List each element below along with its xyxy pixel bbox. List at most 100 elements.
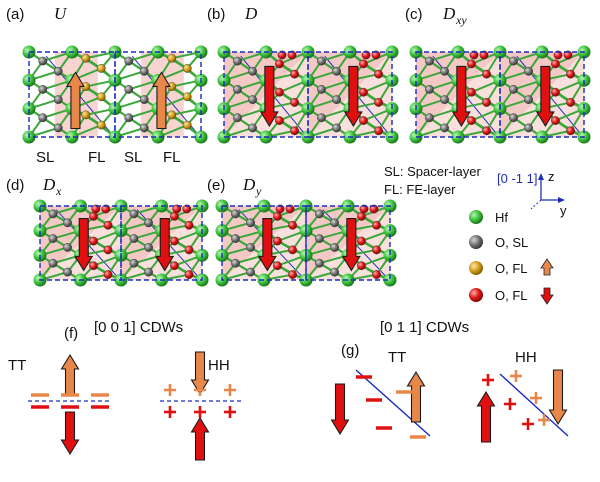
oxygen-fl-atom: [467, 87, 476, 97]
oxygen-sl-atom: [231, 258, 240, 268]
oxygen-fl-atom: [275, 59, 284, 69]
oxygen-sl-atom: [144, 243, 153, 252]
polarization-down-arrow: [535, 65, 555, 128]
oxygen-sl-atom: [129, 209, 139, 219]
oxygen-fl-atom: [287, 50, 297, 60]
oxygen-fl-atom: [551, 87, 560, 97]
oxygen-sl-atom: [124, 85, 134, 94]
x-axis-line: [530, 199, 542, 210]
oxygen-fl-atom: [182, 64, 192, 73]
oxygen-sl-atom: [53, 66, 63, 76]
oxygen-sl-atom: [48, 209, 58, 219]
oxygen-sl-atom: [330, 243, 339, 252]
panel-b-tag: (b): [207, 6, 225, 23]
polarization-up-arrow: [151, 71, 171, 130]
panel-g-tt-label: TT: [388, 349, 406, 366]
polarization-up-arrow: [65, 71, 85, 130]
panel-c: [409, 45, 591, 144]
oxygen-fl-atom: [482, 98, 491, 107]
hafnium-atom: [409, 73, 423, 87]
tt-down-arrow: [330, 383, 350, 436]
panel-e: [215, 199, 397, 287]
oxygen-sl-atom: [317, 113, 326, 123]
oxygen-fl-atom: [563, 50, 573, 60]
panel-a-symbol: U: [54, 4, 68, 23]
panel-d: [33, 199, 209, 287]
panel-f-tt-label: TT: [8, 357, 26, 374]
oxygen-fl-atom: [288, 270, 297, 279]
unit-cell-box: [415, 51, 501, 138]
oxygen-fl-atom: [359, 204, 369, 214]
oxygen-fl-atom: [273, 261, 282, 271]
unit-cell-box: [39, 205, 122, 281]
oxygen-fl-atom: [103, 245, 113, 255]
note-spacer-layer: SL: Spacer-layer: [384, 164, 481, 179]
panel-a: [22, 45, 208, 144]
oxygen-sl-atom: [139, 95, 149, 105]
legend-swatch-o-fl-down: [469, 288, 483, 302]
oxygen-sl-atom: [144, 267, 153, 277]
oxygen-sl-atom: [315, 234, 324, 243]
oxygen-sl-atom: [231, 209, 240, 219]
oxygen-fl-atom: [81, 110, 91, 120]
hafnium-atom: [217, 73, 231, 87]
oxygen-fl-atom: [357, 211, 366, 221]
oxygen-fl-atom: [290, 126, 299, 136]
oxygen-fl-atom: [369, 204, 379, 214]
oxygen-fl-atom: [551, 59, 560, 69]
panel-f: (f) [0 0 1] CDWs TT HH: [8, 319, 244, 461]
legend-label-o-fl-down: O, FL: [495, 288, 528, 303]
oxygen-fl-atom: [277, 50, 287, 60]
hafnium-atom: [194, 45, 208, 59]
panel-g: (g) [0 1 1] CDWs TT HH: [330, 319, 569, 443]
tt-up-arrow: [406, 370, 426, 423]
oxygen-fl-atom: [103, 270, 113, 279]
oxygen-sl-atom: [440, 66, 449, 76]
oxygen-sl-atom: [332, 66, 341, 76]
z-axis-arrowhead: [538, 173, 544, 180]
oxygen-fl-atom: [182, 204, 192, 214]
oxygen-fl-atom: [566, 98, 575, 107]
oxygen-sl-atom: [129, 234, 139, 243]
oxygen-fl-atom: [285, 204, 295, 214]
oxygen-fl-atom: [553, 50, 563, 60]
oxygen-fl-atom: [551, 116, 560, 125]
oxygen-fl-atom: [372, 220, 381, 230]
hh-down-arrow: [190, 351, 210, 396]
panel-e-symbol: D: [242, 175, 256, 194]
z-axis-label: z: [548, 169, 555, 184]
oxygen-sl-atom: [330, 267, 339, 277]
layer-label-sl-2: SL: [124, 149, 142, 166]
oxygen-fl-atom: [96, 92, 106, 102]
oxygen-fl-atom: [359, 116, 368, 125]
panel-c-tag: (c): [405, 6, 423, 23]
unit-cell-box: [499, 51, 585, 138]
oxygen-fl-atom: [170, 261, 179, 271]
hafnium-atom: [108, 102, 122, 116]
hh-up-arrow: [190, 416, 210, 461]
oxygen-sl-atom: [524, 95, 533, 105]
oxygen-sl-atom: [231, 234, 240, 243]
legend-label-hf: Hf: [495, 210, 508, 225]
atom-legend: Hf O, SL O, FL O, FL: [469, 210, 554, 305]
oxygen-sl-atom: [332, 123, 341, 133]
panel-g-hh-label: HH: [515, 349, 537, 366]
oxygen-fl-atom: [184, 245, 194, 255]
legend-label-o-fl-up: O, FL: [495, 261, 528, 276]
hafnium-atom: [383, 273, 397, 287]
unit-cell-box: [307, 51, 393, 138]
y-axis-label: y: [560, 203, 567, 218]
panel-e-subscript: y: [255, 184, 262, 198]
tt-up-arrow: [60, 353, 80, 396]
oxygen-sl-atom: [332, 95, 341, 105]
oxygen-fl-atom: [374, 126, 383, 136]
oxygen-fl-atom: [359, 59, 368, 69]
oxygen-sl-atom: [248, 123, 257, 133]
oxygen-fl-atom: [290, 98, 299, 107]
polarization-down-arrow: [341, 218, 361, 272]
legend-up-arrow-icon: [540, 258, 554, 276]
panel-g-tag: (g): [341, 342, 359, 359]
legend-swatch-hf: [469, 210, 483, 224]
y-axis-arrowhead: [558, 197, 565, 203]
oxygen-fl-atom: [89, 261, 98, 271]
